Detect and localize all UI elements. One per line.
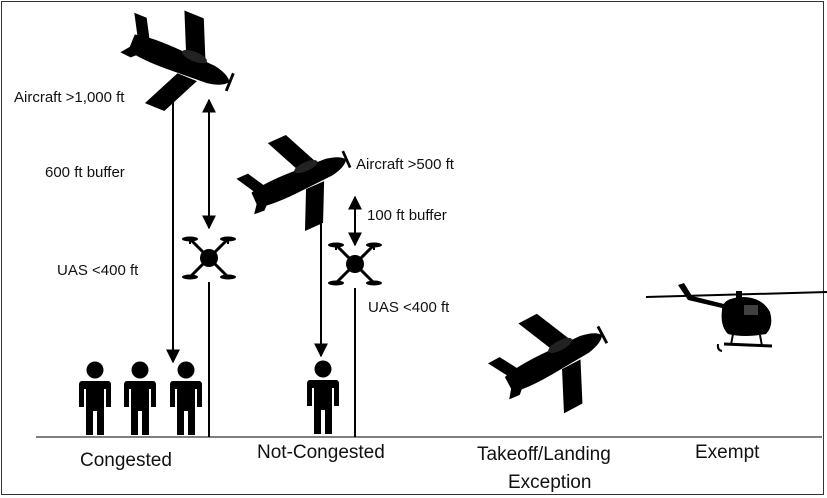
uas-not-congested-label: UAS <400 ft	[368, 299, 450, 316]
person-icon	[307, 360, 339, 434]
not-congested-drone-icon	[326, 241, 384, 287]
person-icon	[170, 361, 202, 435]
category-takeoff-landing-line1: Takeoff/Landing	[477, 444, 611, 465]
category-takeoff-landing-line2: Exception	[508, 472, 592, 493]
category-not-congested: Not-Congested	[257, 442, 385, 463]
not-congested-person	[307, 360, 339, 434]
category-exempt: Exempt	[695, 442, 760, 463]
category-congested: Congested	[80, 450, 172, 471]
uas-congested-label: UAS <400 ft	[57, 262, 139, 279]
congested-people	[79, 361, 202, 435]
congested-aircraft-icon	[104, 0, 250, 131]
not-congested-aircraft-icon	[228, 116, 368, 248]
buffer-not-congested-label: 100 ft buffer	[367, 207, 447, 224]
helicopter-icon	[645, 283, 827, 352]
takeoff-landing-aircraft-icon	[478, 290, 628, 434]
person-icon	[79, 361, 111, 435]
buffer-congested-label: 600 ft buffer	[45, 164, 125, 181]
congested-drone-icon	[180, 235, 238, 281]
aircraft-congested-label: Aircraft >1,000 ft	[14, 89, 125, 106]
person-icon	[124, 361, 156, 435]
aircraft-not-congested-label: Aircraft >500 ft	[356, 156, 454, 173]
